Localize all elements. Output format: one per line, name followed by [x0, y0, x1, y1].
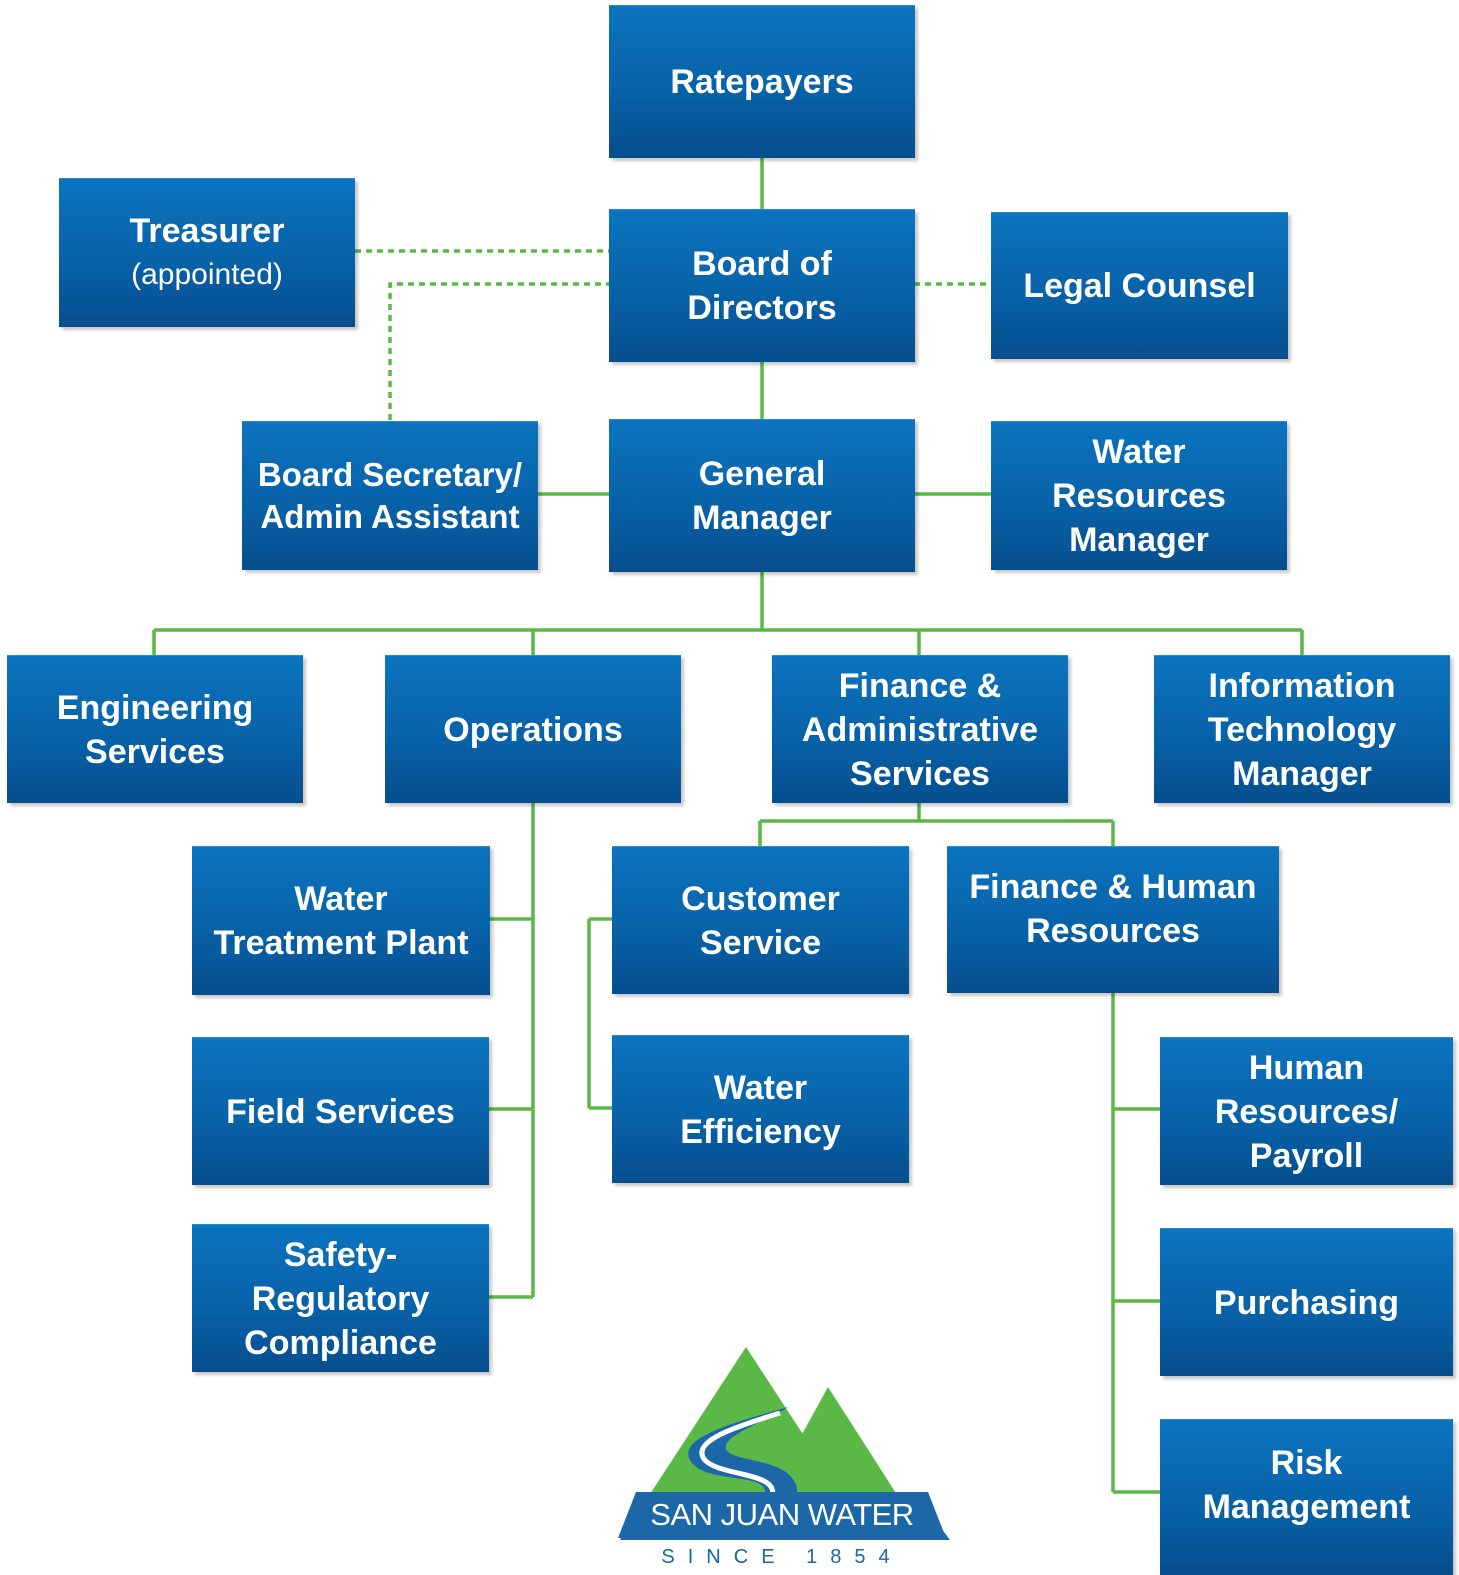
node-label: Service [700, 923, 821, 962]
node-label: Services [850, 754, 990, 793]
node-label: Ratepayers [670, 63, 854, 101]
logo-banner-band [618, 1492, 946, 1538]
node-label: Treasurer [129, 212, 285, 250]
node-safety-regulatory-compliance: Safety- Regulatory Compliance [192, 1224, 489, 1372]
node-label: Resources [1026, 912, 1200, 950]
node-label: Directors [687, 289, 837, 327]
node-water-efficiency: Water Efficiency [612, 1035, 909, 1183]
node-label: General [698, 455, 826, 493]
node-label: Customer [681, 879, 840, 918]
node-field-services: Field Services [192, 1037, 489, 1185]
node-label: Resources/ [1214, 1092, 1399, 1131]
node-risk-management: Risk Management [1160, 1419, 1453, 1575]
node-purchasing: Purchasing [1160, 1228, 1453, 1376]
node-finance-administrative-services: Finance & Administrative Services [772, 655, 1068, 803]
node-label: Services [85, 732, 225, 771]
node-water-resources-manager: Water Resources Manager [991, 421, 1287, 570]
node-label: Treatment Plant [213, 924, 469, 962]
node-label: Administrative [801, 710, 1039, 749]
node-operations: Operations [385, 655, 681, 803]
node-label: Manager [1232, 754, 1372, 793]
node-ratepayers: Ratepayers [609, 5, 915, 158]
node-label: Engineering [56, 688, 254, 727]
node-hr-payroll: Human Resources/ Payroll [1160, 1037, 1453, 1185]
node-label: Finance & Human [969, 868, 1257, 906]
san-juan-water-logo [620, 1347, 950, 1542]
node-note: (appointed) [131, 258, 283, 291]
node-label: Management [1202, 1488, 1411, 1526]
node-label: Risk [1270, 1444, 1343, 1482]
node-information-technology-manager: Information Technology Manager [1154, 655, 1450, 803]
node-label: Technology [1207, 710, 1397, 749]
logo-since: SINCE 1854 [661, 1546, 903, 1568]
node-label: Resources [1052, 477, 1226, 515]
node-label: Water [713, 1068, 808, 1107]
node-label: Water [294, 880, 388, 918]
node-label: Regulatory [251, 1279, 430, 1318]
node-legal-counsel: Legal Counsel [991, 212, 1288, 359]
node-label: Field Services [226, 1092, 455, 1131]
node-label: Information [1208, 666, 1396, 705]
node-label: Manager [1069, 521, 1209, 559]
node-label: Compliance [244, 1323, 437, 1362]
node-finance-human-resources: Finance & Human Resources [947, 846, 1279, 993]
node-label: Water [1092, 433, 1186, 471]
node-label: Purchasing [1213, 1283, 1400, 1322]
node-label: Admin Assistant [260, 498, 520, 535]
node-label: Board Secretary/ [257, 456, 523, 493]
node-label: Payroll [1249, 1136, 1364, 1175]
node-label: Operations [443, 710, 623, 749]
node-label: Manager [692, 499, 832, 537]
node-treasurer: Treasurer (appointed) [59, 178, 355, 327]
node-label: Safety- [283, 1235, 398, 1274]
node-label: Finance & [838, 666, 1002, 705]
node-water-treatment-plant: Water Treatment Plant [192, 846, 490, 995]
node-general-manager: General Manager [609, 419, 915, 572]
dotted-secretary-board [388, 282, 610, 420]
node-label: Efficiency [680, 1112, 841, 1151]
node-label: Board of [692, 245, 832, 283]
node-board-secretary: Board Secretary/ Admin Assistant [242, 421, 538, 570]
node-label: Legal Counsel [1023, 267, 1256, 305]
logo-wordmark: SAN JUAN WATER [650, 1497, 914, 1532]
node-board-of-directors: Board of Directors [609, 209, 915, 362]
node-customer-service: Customer Service [612, 846, 909, 994]
node-label: Human [1248, 1048, 1365, 1087]
node-engineering-services: Engineering Services [7, 655, 303, 803]
